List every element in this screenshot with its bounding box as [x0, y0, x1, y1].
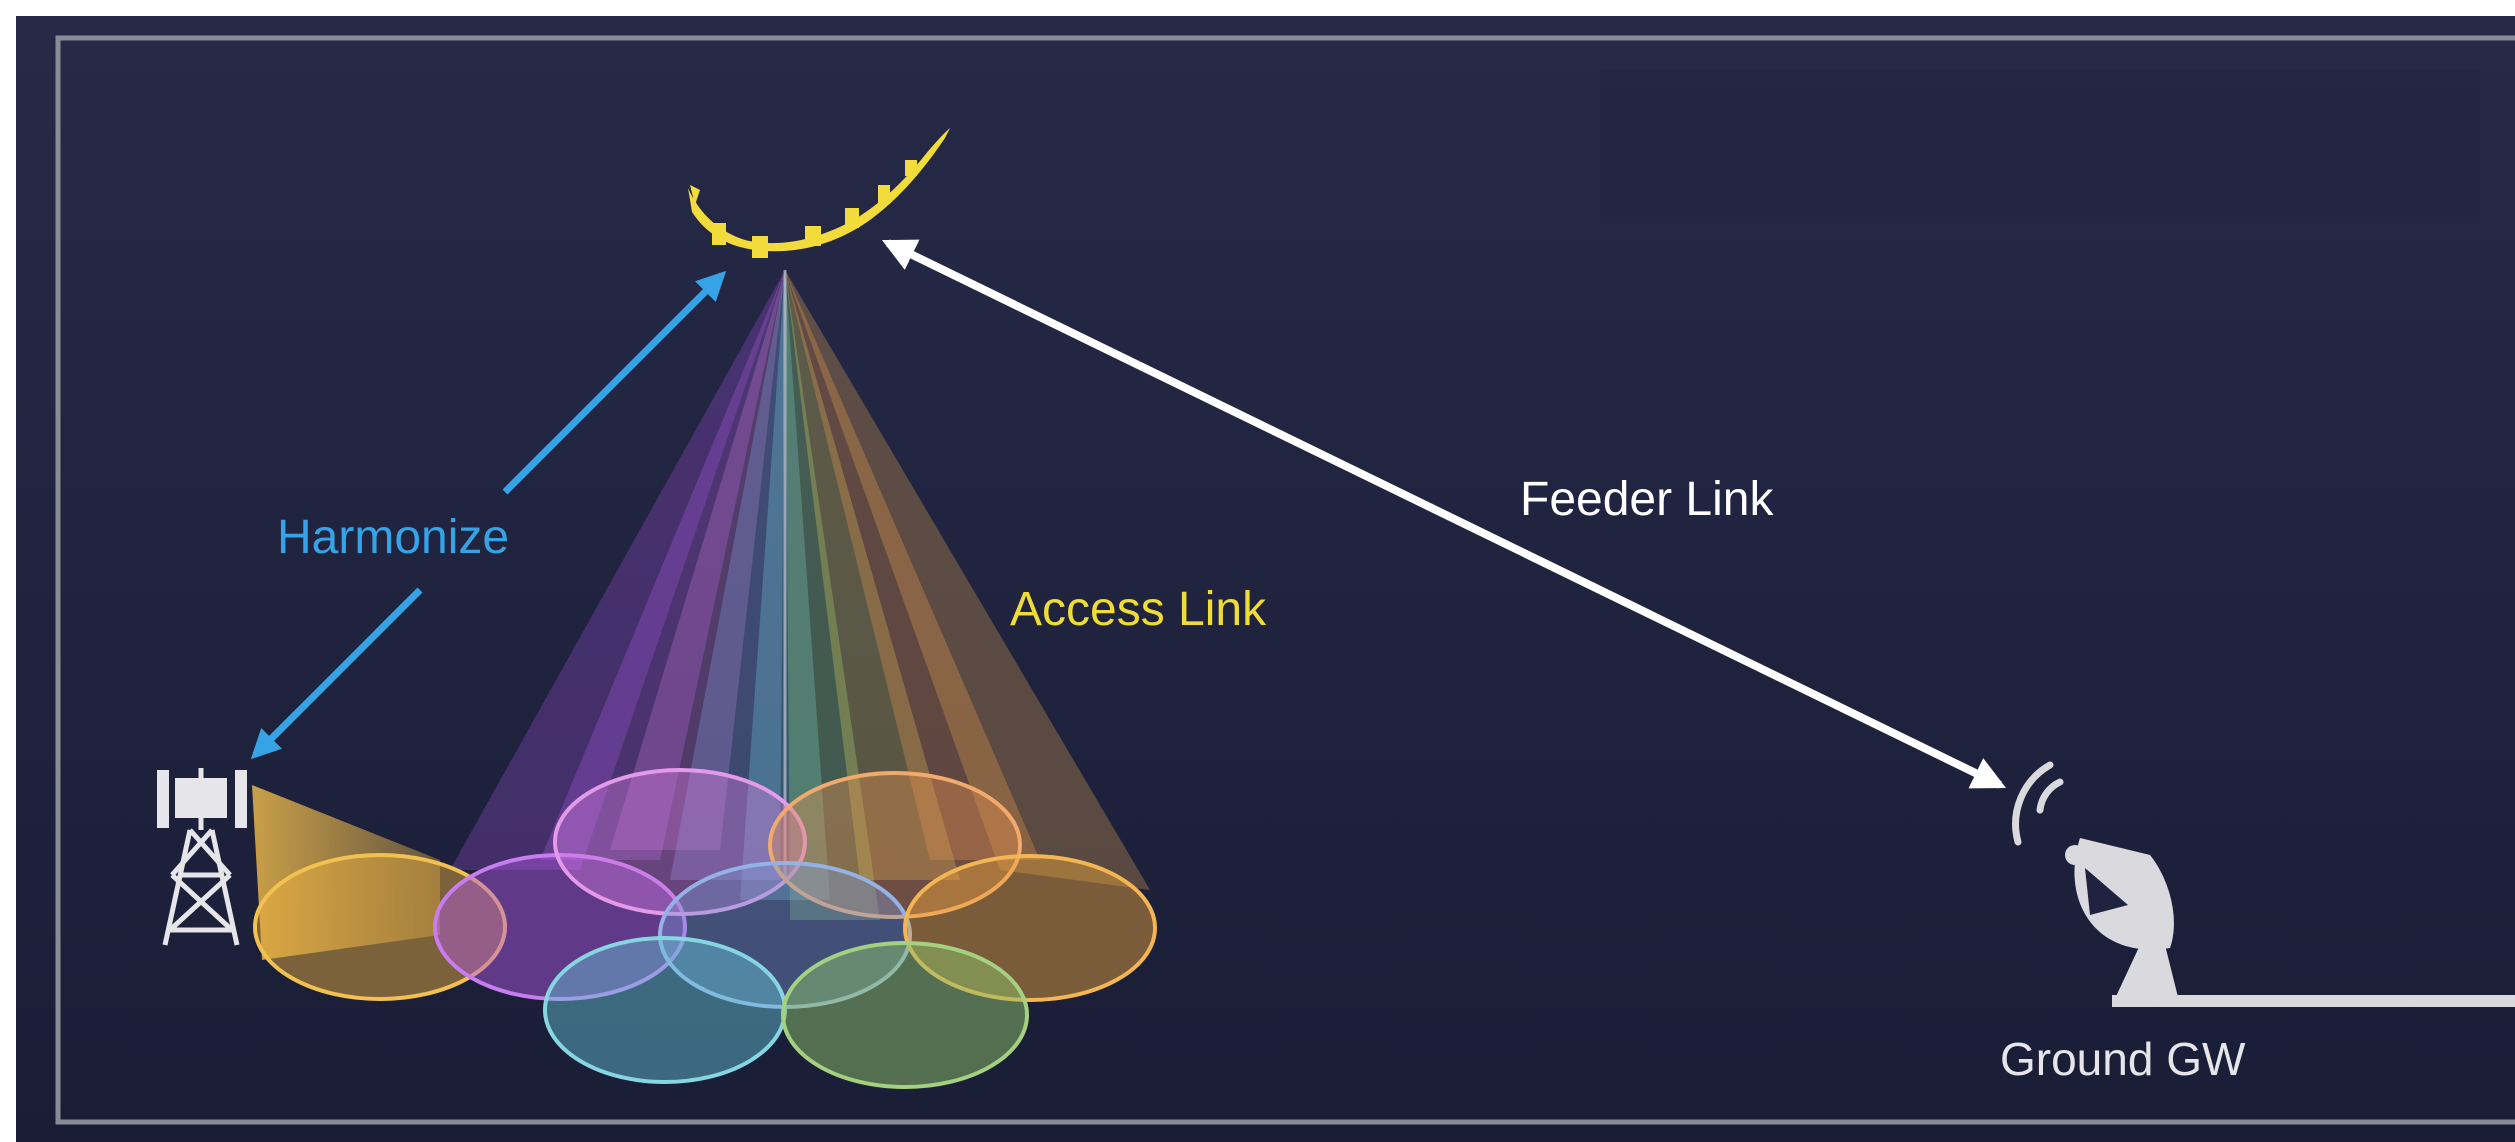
satellite-dish-icon [2012, 761, 2515, 1007]
feeder-link-label: Feeder Link [1520, 473, 1774, 526]
beam-violet [450, 270, 785, 870]
beam-pink [610, 270, 785, 850]
harmonize-arrow-lower [250, 587, 423, 760]
access-link-label: Access Link [1010, 583, 1267, 636]
harmonize-label: Harmonize [277, 511, 509, 564]
aircraft-icon [688, 128, 950, 258]
ground-gw-label: Ground GW [2000, 1033, 2246, 1085]
background-panel [1600, 70, 2480, 220]
feeder-link-arrow [881, 239, 2007, 789]
cell-tower [253, 853, 507, 1001]
cell-cyan [543, 936, 787, 1084]
diagram-frame [55, 35, 2515, 1125]
beam-green [785, 270, 880, 920]
cell-tower-icon [157, 768, 247, 946]
cell-violet [433, 853, 687, 1001]
harmonize-link [250, 270, 727, 760]
harmonize-arrow-upper [502, 270, 727, 495]
cell-pink [553, 768, 807, 916]
coverage-cells [253, 768, 1157, 1089]
beam-blue [670, 270, 785, 880]
cell-green [781, 941, 1029, 1089]
beam-purple [540, 270, 785, 860]
tower-beam [252, 785, 440, 960]
